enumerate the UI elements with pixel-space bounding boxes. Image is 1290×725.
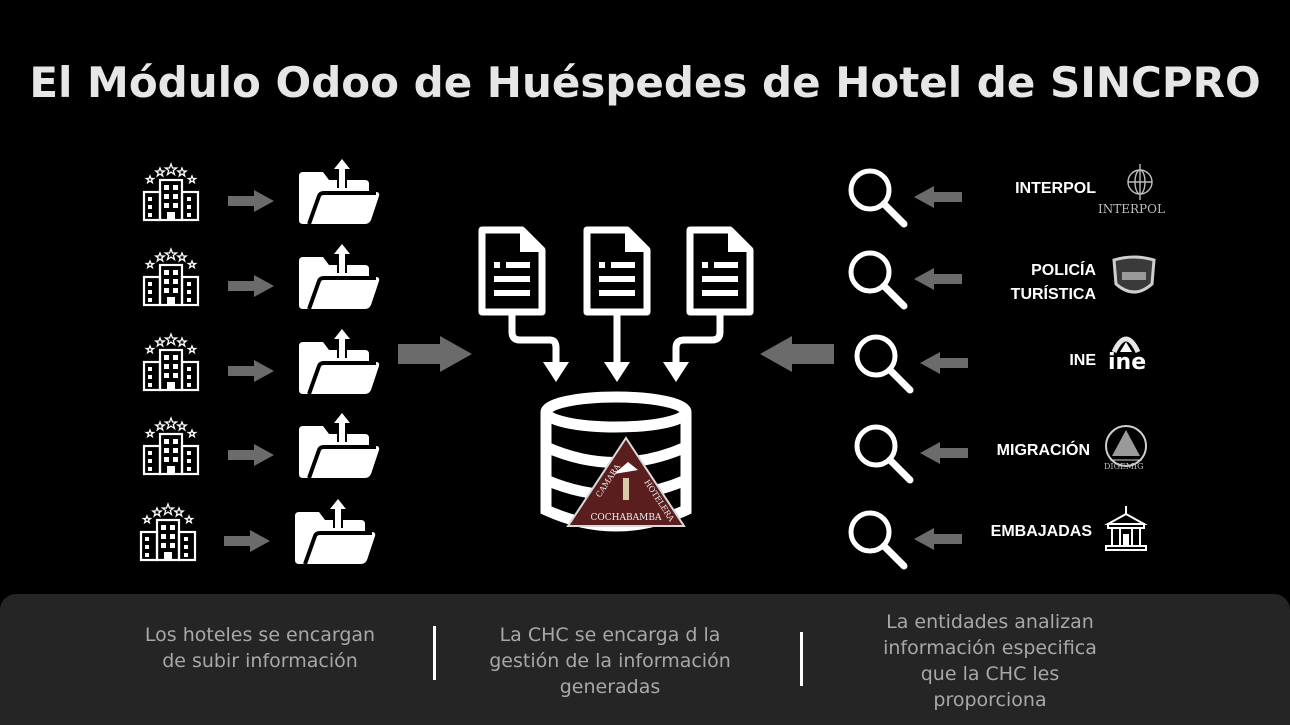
entity-logo-text: DIGEMIG (1104, 462, 1144, 471)
arrow-left-icon (914, 268, 962, 290)
chc-logo-bottom: COCHABAMBA (591, 513, 662, 523)
hotel-building-icon (139, 502, 197, 562)
footer-col-chc: La CHC se encarga d la gestión de la inf… (489, 624, 731, 698)
arrow-left-icon (760, 336, 834, 372)
folder-upload-icon (299, 156, 380, 225)
entity-logo (1104, 506, 1148, 551)
magnifier-icon (848, 168, 908, 228)
entity-label: INE (1069, 352, 1096, 369)
magnifier-icon (848, 250, 908, 310)
arrow-left-icon (920, 352, 968, 374)
footer-divider (433, 626, 436, 680)
folder-upload-icon (299, 410, 380, 479)
arrow-right-icon (228, 275, 274, 297)
footer-panel (0, 594, 1290, 725)
folder-upload-icon (299, 326, 380, 395)
arrow-right-icon (224, 530, 270, 552)
document-icon (686, 226, 754, 316)
arrow-right-icon (228, 444, 274, 466)
footer-divider (800, 632, 803, 686)
entity-label: INTERPOL (1015, 180, 1096, 197)
arrow-left-icon (920, 442, 968, 464)
entity-logo-text: INTERPOL (1098, 202, 1165, 216)
arrow-right-icon (228, 360, 274, 382)
entity-logo-text: ine (1108, 350, 1147, 375)
document-icon (583, 226, 651, 316)
page-title: El Módulo Odoo de Huéspedes de Hotel de … (29, 58, 1261, 107)
hotel-building-icon (142, 162, 200, 222)
entity-label: MIGRACIÓN (996, 442, 1090, 459)
magnifier-icon (854, 334, 914, 394)
folder-upload-icon (295, 496, 376, 565)
arrow-left-icon (914, 186, 962, 208)
magnifier-icon (848, 510, 908, 570)
entity-logo (1127, 164, 1153, 200)
arrow-right-icon (398, 336, 472, 372)
footer-col-entities: La entidades analizan información especi… (883, 611, 1097, 711)
arrow-right-icon (228, 190, 274, 212)
hotel-building-icon (142, 247, 200, 307)
entity-logo (1112, 255, 1156, 294)
magnifier-icon (854, 424, 914, 484)
entity-label: EMBAJADAS (990, 523, 1092, 540)
hotel-building-icon (142, 332, 200, 392)
hotel-building-icon (142, 416, 200, 476)
folder-upload-icon (299, 241, 380, 310)
footer-col-hotels: Los hoteles se encargan de subir informa… (144, 624, 376, 672)
entity-label: POLICÍA TURÍSTICA (1010, 262, 1096, 303)
document-icon (478, 226, 546, 316)
entity-logo (1111, 336, 1141, 354)
entity-logo (1105, 425, 1147, 467)
chc-logo: CAMARA HOTELERA COCHABAMBA (566, 436, 686, 527)
arrow-left-icon (914, 528, 962, 550)
